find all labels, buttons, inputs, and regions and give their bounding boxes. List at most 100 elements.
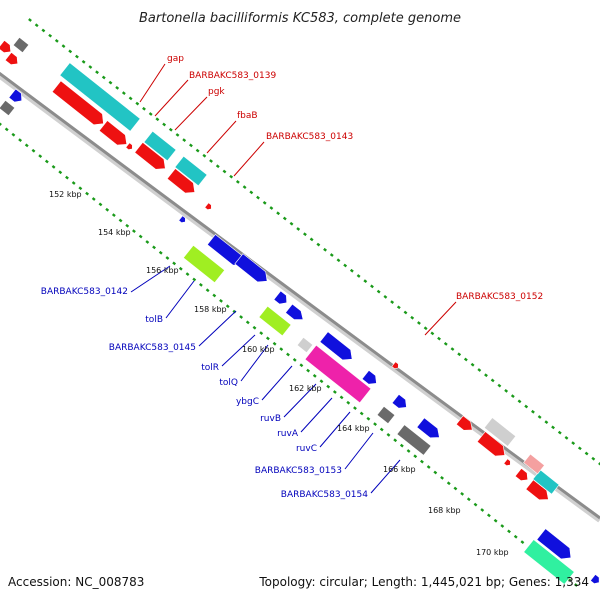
guide-dot	[349, 268, 354, 273]
guide-dot	[329, 253, 334, 257]
guide-dot	[115, 86, 120, 90]
guide-dot	[145, 240, 150, 244]
guide-dot	[262, 200, 267, 205]
guide-dot	[276, 211, 281, 216]
gene-forward-red	[134, 141, 166, 170]
guide-dot	[443, 341, 448, 346]
guide-dot	[484, 373, 488, 378]
guide-dot	[88, 65, 93, 69]
guide-dot	[219, 299, 223, 303]
leader-line	[139, 63, 166, 103]
guide-dot	[309, 237, 314, 242]
guide-dot	[571, 441, 576, 445]
gene-forward-red	[51, 80, 104, 126]
gene-forward	[589, 573, 600, 584]
guide-dot	[178, 266, 183, 271]
guide-dot	[524, 404, 529, 409]
leader-line	[240, 344, 269, 382]
guide-dot	[339, 395, 344, 400]
guide-dot	[232, 309, 237, 314]
guide-dot	[477, 368, 482, 372]
guide-dot	[158, 250, 163, 255]
guide-dot	[272, 341, 277, 346]
gene-forward-red	[514, 467, 529, 481]
guide-dot	[212, 293, 217, 298]
guide-dot	[379, 427, 384, 432]
guide-dot	[192, 277, 197, 282]
leader-line	[261, 365, 293, 401]
guide-dot	[359, 411, 364, 416]
guide-dot	[383, 294, 388, 299]
gene-forward	[416, 417, 440, 439]
guide-dot	[363, 279, 368, 284]
guide-dot	[390, 300, 395, 304]
guide-dot	[289, 221, 294, 226]
guide-dot	[0, 122, 2, 126]
guide-dot	[303, 232, 307, 237]
leader-line	[319, 411, 351, 448]
guide-dot	[577, 446, 582, 451]
guide-dot	[513, 534, 518, 539]
guide-dot	[440, 475, 444, 480]
guide-dot	[393, 438, 398, 443]
guide-dot	[31, 148, 36, 153]
guide-dot	[138, 234, 143, 239]
gene-gray	[0, 99, 16, 117]
guide-dot	[256, 195, 260, 200]
gene-label-barbakc583-0139: BARBAKC583_0139	[189, 71, 276, 81]
guide-dot	[497, 383, 502, 388]
gene-forward-red	[455, 415, 473, 431]
guide-dot	[332, 390, 337, 394]
guide-dot	[366, 416, 371, 421]
tick-label: 156 kbp	[146, 266, 179, 275]
guide-dot	[28, 18, 32, 22]
guide-dot	[437, 336, 441, 341]
guide-dot	[168, 127, 173, 132]
guide-dot	[531, 409, 535, 414]
guide-dot	[370, 284, 374, 289]
leader-line	[233, 141, 265, 177]
leader-line	[130, 265, 171, 293]
guide-dot	[142, 106, 146, 111]
guide-dot	[259, 331, 264, 335]
gene-label-ybgc: ybgC	[236, 397, 259, 407]
guide-dot	[386, 433, 391, 437]
leader-line	[206, 120, 237, 154]
leader-line	[300, 397, 333, 433]
guide-dot	[75, 54, 79, 59]
guide-dot	[493, 518, 498, 523]
guide-dot	[323, 247, 327, 252]
guide-dot	[44, 159, 49, 164]
tick-label: 168 kbp	[428, 506, 461, 515]
guide-dot	[413, 454, 418, 459]
guide-dot	[172, 261, 177, 266]
tick-label: 170 kbp	[476, 548, 509, 557]
guide-dot	[18, 138, 23, 142]
guide-dot	[229, 174, 234, 179]
gene-forward	[285, 303, 304, 320]
gene-label-barbakc583-0143: BARBAKC583_0143	[266, 132, 353, 142]
gene-forward-red	[476, 431, 506, 457]
gene-forward-red	[0, 39, 12, 53]
guide-dot	[48, 33, 53, 38]
map-title: Bartonella bacilliformis KC583, complete…	[139, 11, 461, 26]
tick-label: 160 kbp	[242, 345, 275, 354]
guide-dot	[373, 422, 378, 427]
guide-dot	[108, 80, 113, 85]
gene-label-tolb: tolB	[145, 315, 163, 325]
gene-label-barbakc583-0145: BARBAKC583_0145	[109, 343, 196, 353]
guide-dot	[312, 374, 317, 378]
gene-features	[0, 36, 600, 585]
guide-dot	[343, 263, 348, 268]
gene-forward	[178, 215, 186, 224]
guide-dot	[41, 28, 46, 33]
guide-dot	[470, 362, 475, 367]
guide-dot	[269, 206, 274, 210]
gene-label-barbakc583-0154: BARBAKC583_0154	[281, 490, 368, 500]
gene-label-barbakc583-0153: BARBAKC583_0153	[255, 466, 342, 476]
guide-dot	[4, 127, 9, 132]
guide-dot	[319, 379, 324, 384]
guide-dot	[426, 465, 431, 469]
guide-dot	[500, 524, 505, 528]
guide-dot	[239, 315, 244, 319]
